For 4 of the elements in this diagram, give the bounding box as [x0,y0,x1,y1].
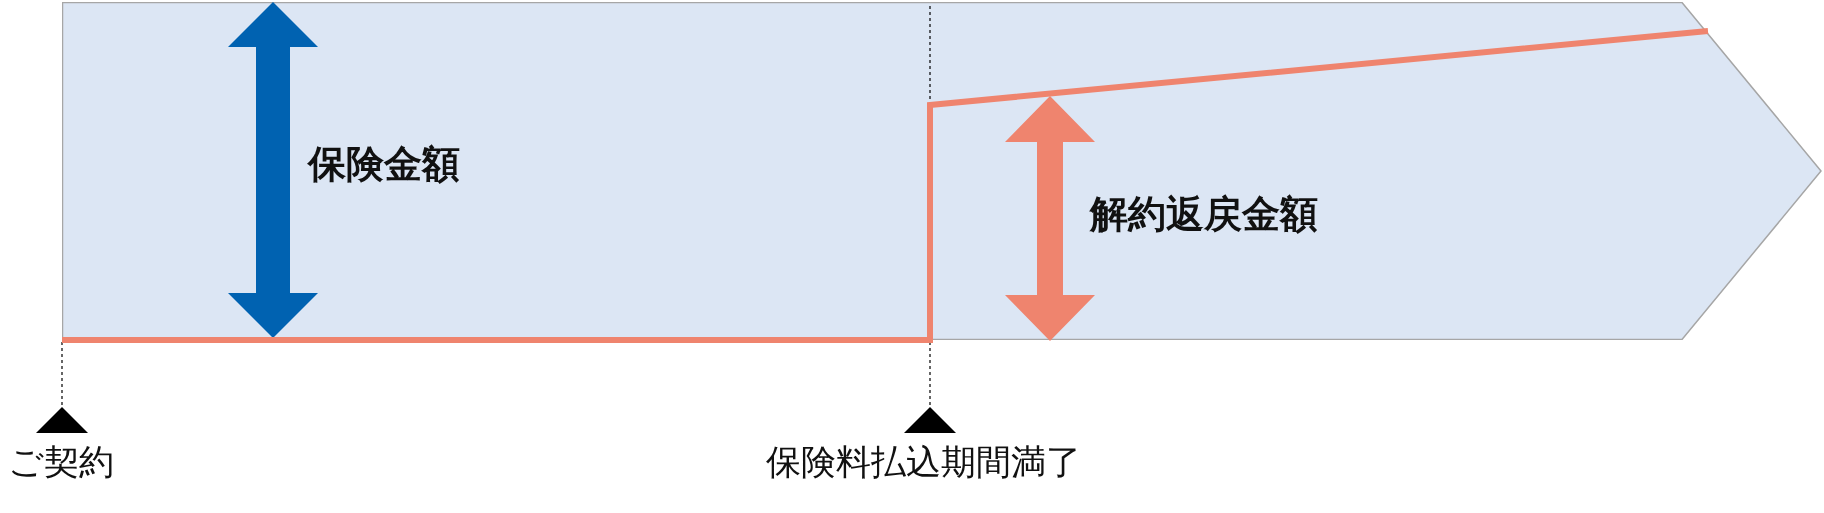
dimension-label: 保険金額 [308,144,460,186]
timeline-label: ご契約 [8,443,114,482]
dimension-label: 解約返戻金額 [1090,194,1318,236]
timeline-label: 保険料払込期間満了 [766,443,1081,482]
